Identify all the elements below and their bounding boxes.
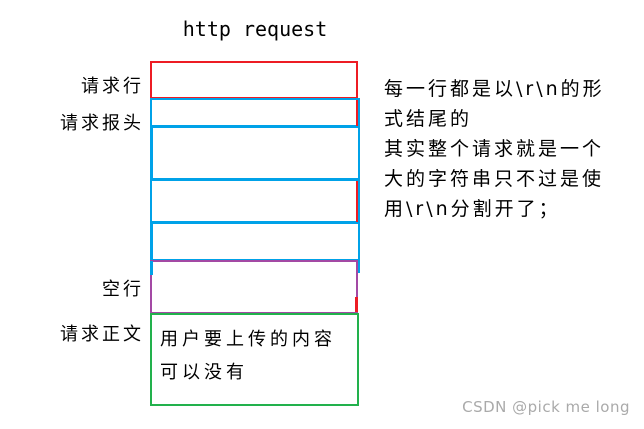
notes-text: 每一行都是以\r\n的形 式结尾的 其实整个请求就是一个 大的字符串只不过是使 …: [384, 74, 640, 224]
request-body-text-line-1: 用户要上传的内容: [160, 329, 336, 350]
request-line-box: [150, 61, 358, 99]
notes-line: 大的字符串只不过是使: [384, 168, 605, 190]
label-empty-line: 空行: [102, 279, 144, 300]
request-body-text: 用户要上传的内容 可以没有: [160, 323, 336, 389]
diagram-title: http request: [182, 17, 328, 41]
empty-line-box: [150, 260, 358, 314]
stroke-artifact-red-2: [356, 181, 358, 222]
request-header-box-1: [150, 98, 360, 127]
stroke-artifact-red-1: [356, 100, 358, 126]
request-header-box-2: [150, 126, 360, 180]
csdn-watermark: CSDN @pick me long: [462, 398, 630, 416]
label-request-headers: 请求报头: [60, 113, 144, 134]
notes-line: 用\r\n分割开了；: [384, 198, 561, 220]
stroke-artifact-red-tick: [355, 297, 358, 312]
stroke-artifact-blue-right: [358, 261, 360, 273]
request-body-text-line-2: 可以没有: [160, 362, 248, 383]
request-header-box-3: [150, 179, 360, 223]
notes-line: 每一行都是以\r\n的形: [384, 78, 605, 100]
notes-line: 式结尾的: [384, 108, 473, 130]
label-request-body: 请求正文: [60, 324, 144, 345]
label-request-line: 请求行: [81, 76, 144, 97]
request-header-box-4: [150, 222, 360, 261]
stroke-artifact-blue-left: [150, 261, 153, 275]
request-body-box: [150, 313, 359, 406]
notes-line: 其实整个请求就是一个: [384, 138, 605, 160]
